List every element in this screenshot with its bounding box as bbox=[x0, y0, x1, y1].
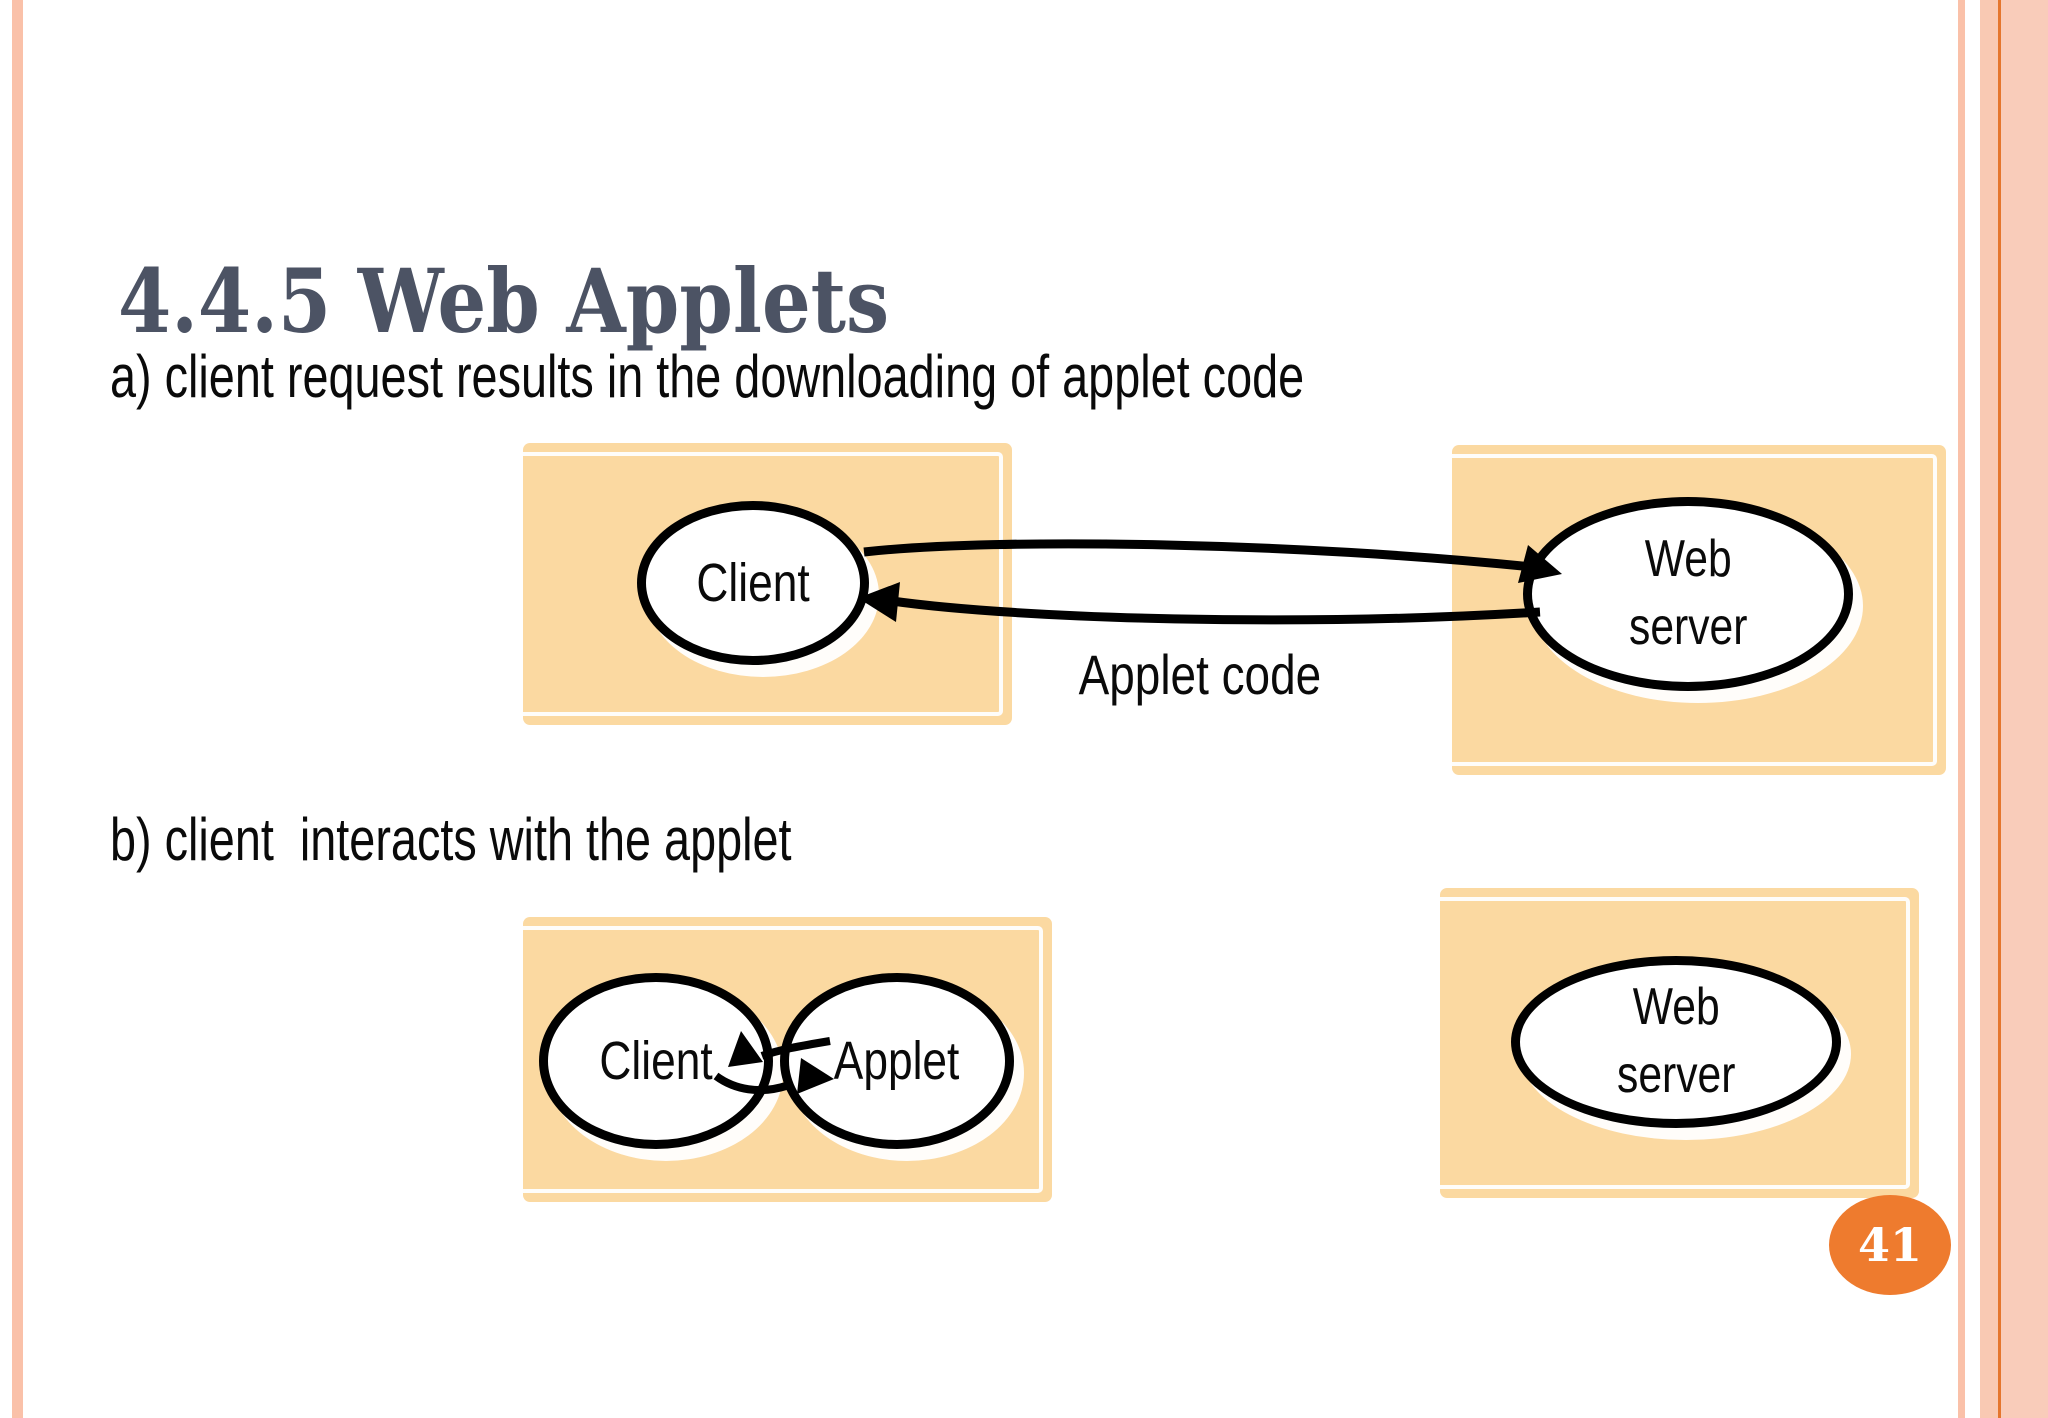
section-a-caption-text: a) client request results in the downloa… bbox=[110, 343, 1305, 410]
diagram-b-applet-label: Applet bbox=[834, 1030, 960, 1091]
right-edge-stripe-thin bbox=[1958, 0, 1965, 1418]
page-title-text: 4.4.5 Web Applets bbox=[118, 248, 890, 353]
right-edge-stripe-band bbox=[1980, 0, 1998, 1418]
diagram-a-client-ellipse: Client bbox=[637, 501, 869, 665]
diagram-a-web-server-label: Web server bbox=[1628, 530, 1748, 656]
section-b-caption: b) client interacts with the applet bbox=[110, 810, 984, 870]
diagram-b-client-ellipse: Client bbox=[539, 973, 773, 1149]
left-edge-stripe bbox=[12, 0, 23, 1418]
diagram-b-client-label: Client bbox=[599, 1030, 713, 1091]
applet-code-label: Applet code bbox=[1078, 643, 1322, 706]
right-edge-accent-line bbox=[1998, 0, 2001, 1418]
page-title: 4.4.5 Web Applets bbox=[118, 248, 1004, 353]
page-number-badge: 41 bbox=[1829, 1195, 1951, 1295]
page-number: 41 bbox=[1857, 1218, 1922, 1272]
diagram-a-web-server-ellipse: Web server bbox=[1523, 497, 1853, 691]
section-b-caption-text: b) client interacts with the applet bbox=[110, 806, 792, 873]
diagram-a-client-label: Client bbox=[696, 552, 810, 613]
diagram-b-web-server-ellipse: Web server bbox=[1511, 956, 1841, 1128]
right-edge-stripe-wide bbox=[2001, 0, 2048, 1418]
section-a-caption: a) client request results in the downloa… bbox=[110, 347, 1641, 407]
diagram-b-applet-ellipse: Applet bbox=[780, 973, 1014, 1149]
diagram-b-web-server-label: Web server bbox=[1616, 978, 1736, 1104]
